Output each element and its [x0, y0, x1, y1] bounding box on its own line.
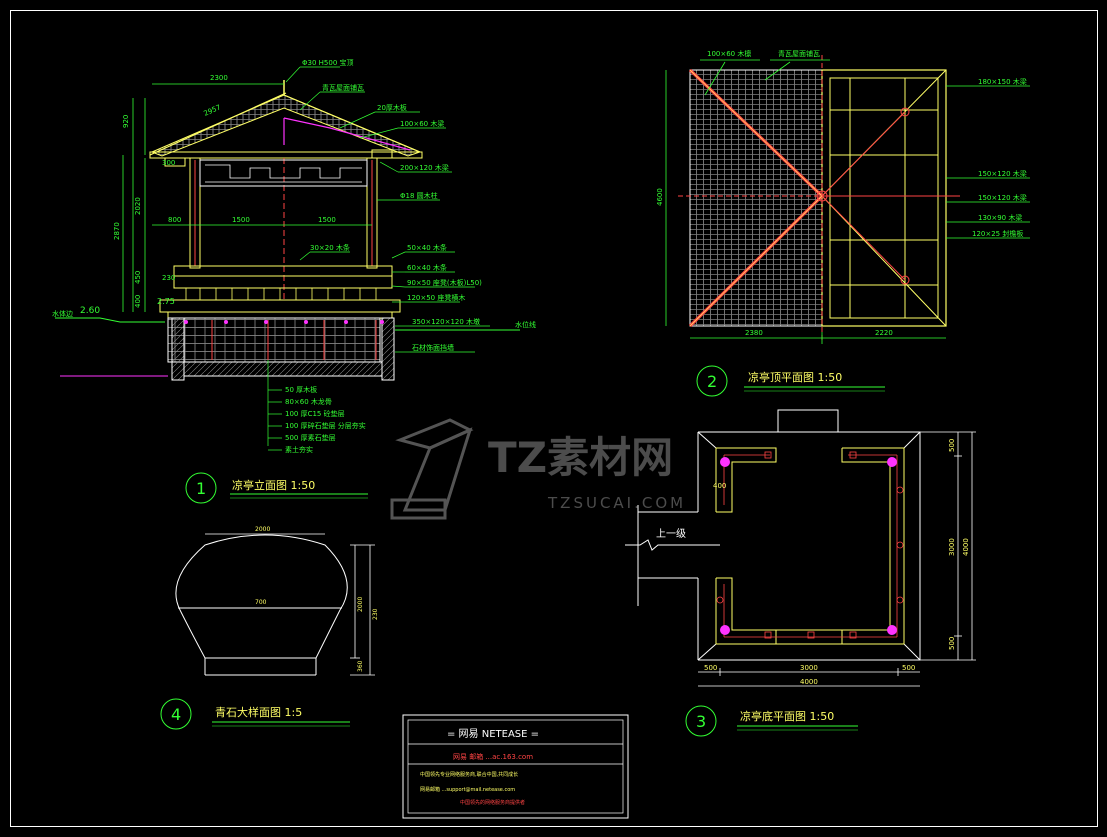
view2-roof-plan — [665, 55, 1030, 344]
v3-dim-right-total: 4000 — [962, 538, 970, 556]
v3-number: 3 — [696, 712, 706, 731]
v1-ground-left: 水体边 — [52, 309, 73, 318]
drawing-frame — [10, 10, 1098, 827]
view4-stone-detail — [175, 533, 375, 676]
v1-dim-mid-span: 1500 — [232, 216, 250, 224]
view2-title-block: 2 凉亭顶平面图 1:50 — [696, 365, 885, 397]
v4-dim-h1: 2000 — [357, 597, 364, 612]
v1-callout-3: 100×60 木梁 — [400, 119, 444, 128]
view1-title-block: 1 凉亭立面图 1:50 — [185, 472, 368, 504]
v1-layer-0: 50 厚木板 — [285, 385, 317, 394]
v2-right-label-2: 150×120 木梁 — [978, 193, 1027, 202]
title-block-red-line: 网易 邮箱 ...ac.163.com — [453, 752, 533, 761]
v1-layer-1: 80×60 木龙骨 — [285, 397, 332, 406]
v1-number: 1 — [196, 479, 206, 498]
v1-layer-2: 100 厚C15 砼垫层 — [285, 409, 345, 418]
title-block-line2: 网易邮箱 ...support@mail.netease.com — [420, 786, 515, 793]
v4-dim-h2: 230 — [372, 608, 379, 620]
v4-dim-mid: 700 — [255, 599, 267, 606]
v1-dim-h-base: 400 — [134, 295, 142, 308]
v3-step-label: 上一级 — [656, 528, 686, 540]
v1-callout-11: 350×120×120 木墩 — [412, 317, 480, 326]
v1-dim-h-rail: 450 — [134, 271, 142, 284]
v2-right-label-4: 120×25 封檐板 — [972, 229, 1023, 238]
v1-callout-1: 青瓦屋面铺瓦 — [322, 83, 364, 92]
v1-title: 凉亭立面图 1:50 — [232, 478, 315, 492]
view3-text: 上一级 500 3000 500 4000 500 3000 500 4000 … — [656, 439, 970, 686]
v2-right-label-0: 180×150 木梁 — [978, 77, 1027, 86]
v3-dim-right-a: 500 — [948, 439, 956, 452]
v2-dim-height: 4600 — [656, 188, 664, 206]
v2-title: 凉亭顶平面图 1:50 — [748, 370, 842, 384]
v2-top-label-1: 青瓦屋面铺瓦 — [778, 49, 820, 58]
v1-callout-5: Φ18 圆木柱 — [400, 191, 438, 200]
v1-level-left: 2.60 — [80, 306, 100, 316]
v3-title: 凉亭底平面图 1:50 — [740, 709, 834, 723]
v2-right-label-1: 150×120 木梁 — [978, 169, 1027, 178]
v4-title: 青石大样面图 1:5 — [215, 705, 302, 719]
v4-number: 4 — [171, 705, 181, 724]
v1-callout-10: 120×50 座凳横木 — [407, 293, 465, 302]
v3-dim-right-b: 3000 — [948, 538, 956, 556]
v1-layer-5: 素土夯实 — [285, 445, 313, 454]
title-block-line1: 中国领先专业网络服务商,联合中国,共同成长 — [420, 771, 518, 778]
v2-top-label-0: 100×60 木檩 — [707, 49, 751, 58]
watermark: TZ素材网 TZSUCAI.COM — [390, 418, 686, 520]
v1-layer-4: 500 厚素石垫层 — [285, 433, 336, 442]
watermark-url: TZSUCAI.COM — [547, 494, 686, 512]
title-block-header: = 网易 NETEASE = — [447, 728, 539, 740]
v2-number: 2 — [707, 372, 717, 391]
view4-text: 2000 700 2000 230 360 — [255, 526, 379, 672]
v1-callout-0: Φ30 H500 宝顶 — [302, 58, 354, 67]
v1-dim-top-width: 2300 — [210, 74, 228, 82]
v1-dim-right-span: 1500 — [318, 216, 336, 224]
v1-level-base: 2.75 — [157, 297, 175, 306]
title-block: = 网易 NETEASE = 网易 邮箱 ...ac.163.com 中国领先专… — [402, 714, 629, 819]
v3-dim-bottom-total: 4000 — [800, 678, 818, 686]
v1-callout-9: 90×50 座凳(木板)L50) — [407, 278, 482, 287]
v1-dim-h-step: 230 — [162, 274, 175, 282]
v1-layer-3: 100 厚碎石垫层 分层夯实 — [285, 421, 366, 430]
view3-floor-plan — [625, 409, 976, 687]
view1-text: 2300 2957 300 800 1500 1500 920 2870 202… — [52, 58, 536, 454]
view1-elevation — [55, 66, 520, 451]
watermark-logo-icon — [390, 418, 474, 520]
view4-title-block: 4 青石大样面图 1:5 — [160, 698, 350, 730]
v4-dim-h3: 360 — [357, 660, 364, 672]
v1-callout-7: 50×40 木条 — [407, 243, 447, 252]
view3-title-block: 3 凉亭底平面图 1:50 — [685, 705, 858, 737]
v1-dim-d300: 300 — [162, 159, 175, 167]
v1-callout-4: 200×120 木梁 — [400, 163, 449, 172]
v1-callout-8: 60×40 木条 — [407, 263, 447, 272]
v2-dim-right: 2220 — [875, 329, 893, 337]
v1-callout-6: 30×20 木条 — [310, 243, 350, 252]
v2-right-label-3: 130×90 木梁 — [978, 213, 1022, 222]
v2-dim-left: 2380 — [745, 329, 763, 337]
v1-wall-label: 石材饰面挡墙 — [412, 343, 454, 352]
v1-dim-left-span: 800 — [168, 216, 181, 224]
title-block-line3: 中国领先的网络服务商提供者 — [460, 799, 525, 806]
v1-dim-h-col: 2020 — [134, 197, 142, 215]
v1-dim-slope: 2957 — [203, 103, 223, 118]
v1-callout-2: 20厚木板 — [377, 103, 407, 112]
v4-dim-top: 2000 — [255, 526, 270, 533]
watermark-brand: TZ素材网 — [488, 433, 673, 482]
v1-ground-right: 水位线 — [515, 320, 536, 329]
v3-dim-bottom-b: 3000 — [800, 664, 818, 672]
v3-dim-bottom-c: 500 — [902, 664, 915, 672]
v3-dim-left-small: 400 — [713, 482, 726, 490]
v3-dim-bottom-a: 500 — [704, 664, 717, 672]
v1-dim-h-roof: 920 — [122, 115, 130, 128]
v1-dim-h-total: 2870 — [113, 222, 121, 240]
view2-text: 100×60 木檩 青瓦屋面铺瓦 180×150 木梁 150×120 木梁 1… — [656, 49, 1027, 337]
v3-dim-right-c: 500 — [948, 637, 956, 650]
